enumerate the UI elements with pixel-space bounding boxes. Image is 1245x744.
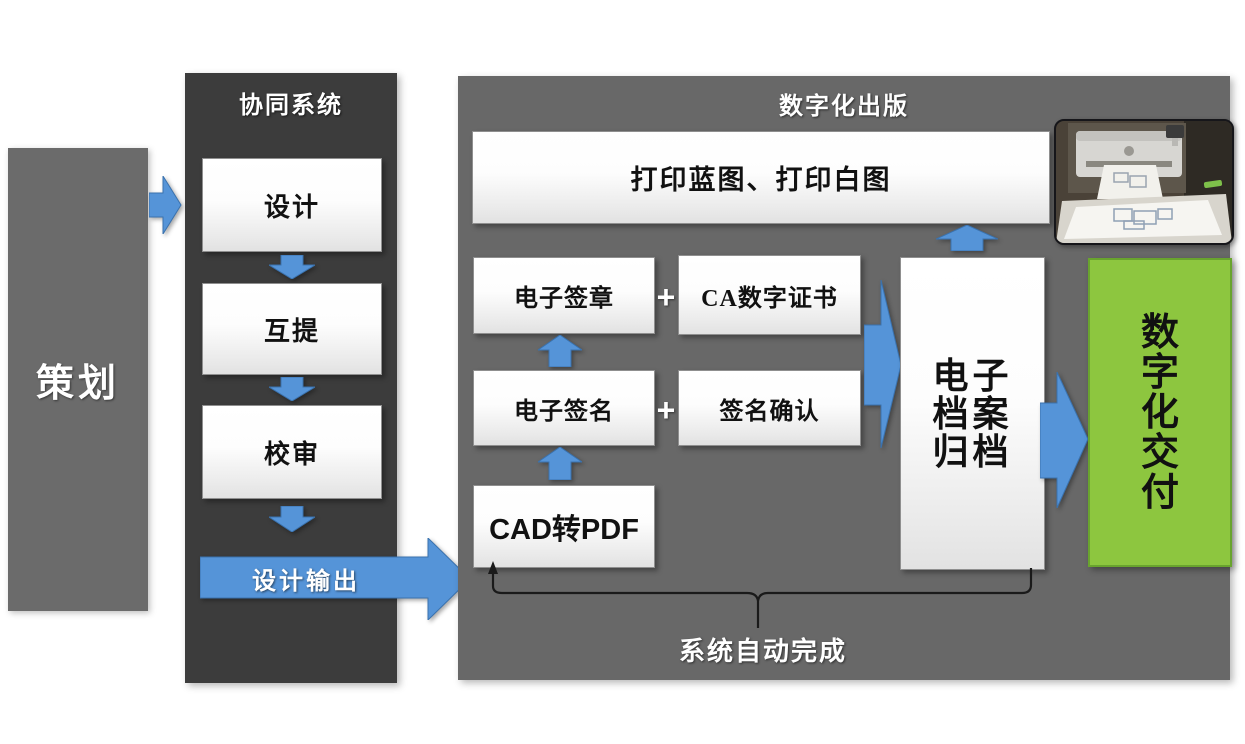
e-archive-box: 电子 档案 归档: [900, 257, 1045, 570]
printer-photo-illustration: [1056, 121, 1232, 243]
block-arrow-up-signature-icon: [538, 447, 582, 480]
step-box-review: 校审: [202, 405, 382, 499]
block-arrow-up-seal-icon: [538, 335, 582, 367]
print-box: 打印蓝图、打印白图: [472, 131, 1050, 224]
step-box-mutual-submit: 互提: [202, 283, 382, 375]
publish-panel-title: 数字化出版: [779, 94, 909, 120]
digital-delivery-box: 数 字 化 交 付: [1088, 258, 1232, 567]
delivery-char-3: 化: [1140, 391, 1179, 434]
step-label-design: 设计: [263, 192, 320, 222]
auto-complete-label: 系统自动完成: [678, 636, 847, 666]
design-output-arrow-icon: [200, 538, 471, 620]
collab-panel-title: 协同系统: [239, 93, 343, 119]
block-arrow-up-print-icon: [936, 225, 998, 251]
block-arrow-right-archive-icon: [864, 280, 902, 448]
planning-box: 策划: [8, 148, 148, 611]
delivery-char-4: 交: [1140, 431, 1179, 474]
signature-confirm-box: 签名确认: [678, 370, 861, 446]
print-box-label: 打印蓝图、打印白图: [630, 165, 892, 195]
delivery-char-5: 付: [1140, 471, 1179, 514]
e-signature-label: 电子签名: [514, 398, 614, 425]
ca-certificate-box: CA数字证书: [678, 255, 861, 335]
e-archive-line-1: 电子: [932, 355, 1013, 396]
publish-panel: 数字化出版 打印蓝图、打印白图: [458, 76, 1234, 680]
planning-label: 策划: [35, 363, 120, 405]
plus-sign-1: +: [656, 278, 676, 315]
e-seal-label: 电子签章: [514, 286, 614, 312]
block-arrow-down-1-icon: [269, 255, 315, 279]
delivery-char-2: 字: [1140, 351, 1179, 394]
plus-sign-2: +: [656, 391, 676, 428]
signature-confirm-label: 签名确认: [719, 398, 820, 425]
auto-complete-bracket-icon: [488, 561, 1033, 628]
design-output-label: 设计输出: [252, 568, 360, 595]
e-archive-line-2: 档案: [932, 393, 1013, 434]
step-box-design: 设计: [202, 158, 382, 252]
e-archive-line-3: 归档: [932, 431, 1013, 472]
e-seal-box: 电子签章: [473, 257, 655, 334]
block-arrow-down-3-icon: [269, 506, 315, 532]
step-label-review: 校审: [263, 439, 320, 469]
block-arrow-right-delivery-icon: [1040, 372, 1089, 508]
delivery-char-1: 数: [1140, 311, 1179, 354]
block-arrow-down-2-icon: [269, 377, 315, 401]
step-label-mutual-submit: 互提: [263, 316, 320, 346]
e-signature-box: 电子签名: [473, 370, 655, 446]
cad-to-pdf-box: CAD转PDF: [473, 485, 655, 568]
block-arrow-right-planning-icon: [149, 176, 182, 234]
ca-certificate-label: CA数字证书: [701, 285, 838, 312]
cad-to-pdf-label: CAD转PDF: [489, 513, 639, 546]
printer-photo: [1054, 119, 1234, 245]
